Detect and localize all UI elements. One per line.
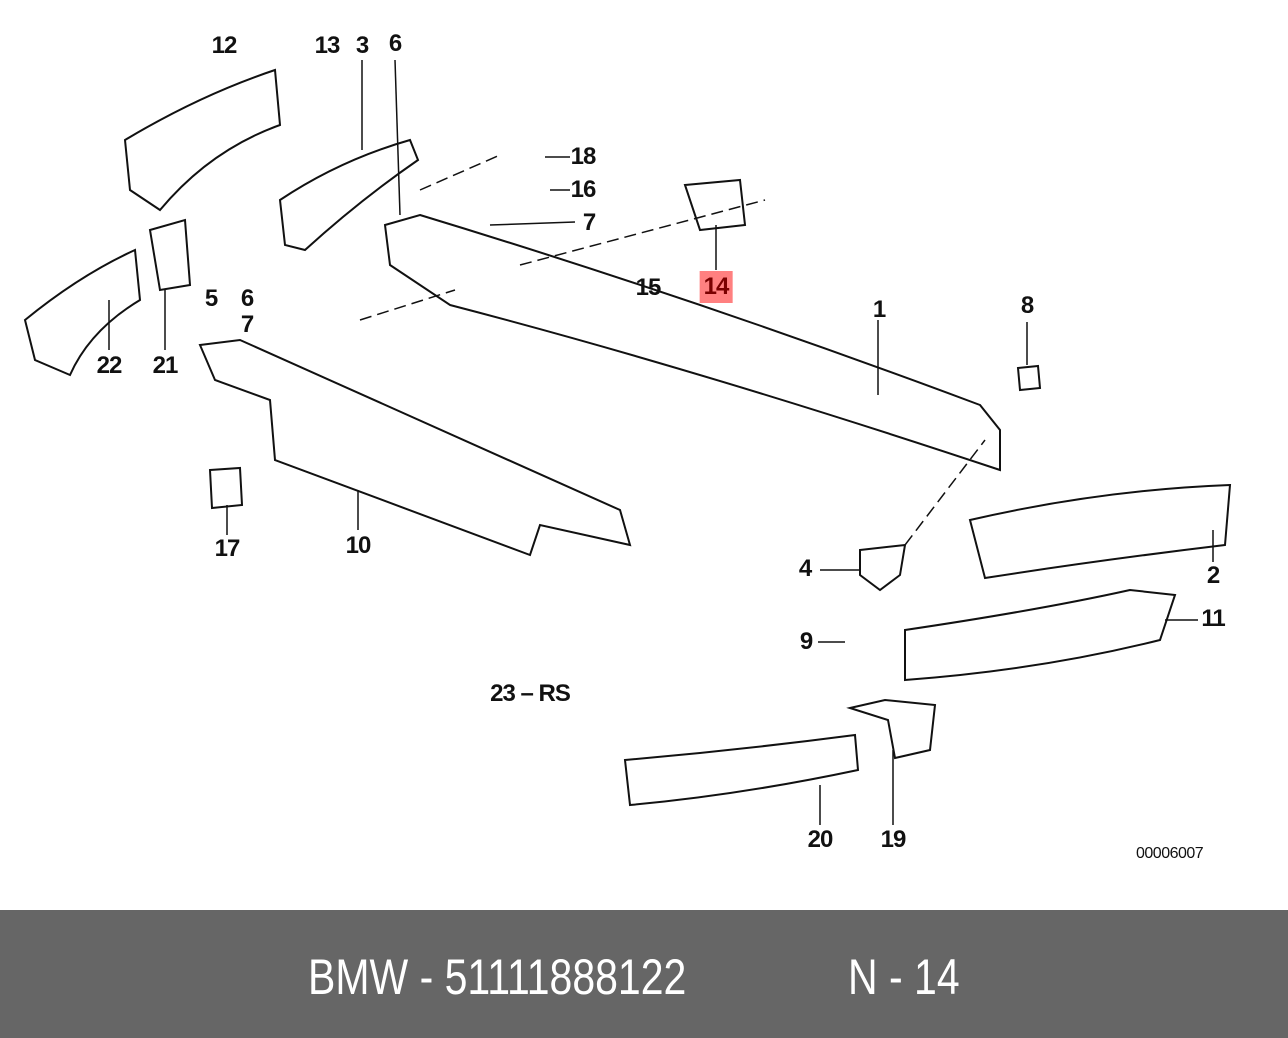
part-12-bracket [123, 68, 282, 212]
part-22-bracket [23, 248, 142, 377]
callout-17: 17 [214, 535, 241, 562]
callout-15: 15 [635, 274, 662, 301]
part-19-bracket [846, 698, 937, 760]
callout-12: 12 [211, 32, 238, 59]
callout-13: 13 [314, 32, 341, 59]
callout-2: 2 [1206, 562, 1220, 589]
callout-1: 1 [872, 296, 886, 323]
part-2-corner [968, 483, 1232, 580]
callout-4: 4 [798, 555, 812, 582]
part-20-trim [623, 733, 860, 807]
part-1-bumper-beam [383, 213, 1001, 472]
parts-diagram: 12 13 3 6 18 16 7 15 14 1 8 5 6 7 22 21 … [23, 30, 1232, 862]
callout-3: 3 [355, 32, 369, 59]
callout-23-rs: 23 – RS [490, 680, 571, 707]
callout-8: 8 [1020, 292, 1034, 319]
callout-11: 11 [1201, 605, 1225, 632]
callout-21: 21 [152, 352, 179, 379]
callout-6: 6 [388, 30, 402, 57]
callout-5: 5 [204, 285, 218, 312]
image-code: 00006007 [1136, 845, 1204, 862]
callout-7b: 7 [240, 311, 254, 338]
part-21-clip [148, 218, 192, 292]
callout-16: 16 [570, 176, 597, 203]
part-10-grille [198, 338, 632, 557]
part-8-clip [1016, 364, 1042, 392]
callout-7: 7 [582, 209, 596, 236]
part-14-holder [683, 178, 747, 232]
part-4-bracket [859, 543, 907, 592]
bumper-parts-drawing [23, 59, 1232, 825]
footer-bar: BMW - 51111888122 N - 14 [0, 910, 1288, 1038]
callout-14-highlighted: 14 [699, 271, 733, 303]
callout-18: 18 [570, 143, 597, 170]
callout-10: 10 [345, 532, 372, 559]
callout-19: 19 [880, 826, 907, 853]
position-number: N - 14 [848, 949, 960, 1005]
part-number: BMW - 51111888122 [308, 949, 687, 1005]
part-17-clip [208, 466, 244, 510]
part-11-trim [904, 588, 1177, 682]
callout-22: 22 [96, 352, 123, 379]
part-3-bracket [278, 138, 420, 252]
callout-6b: 6 [240, 285, 254, 312]
callout-9: 9 [799, 628, 813, 655]
callout-20: 20 [807, 826, 834, 853]
